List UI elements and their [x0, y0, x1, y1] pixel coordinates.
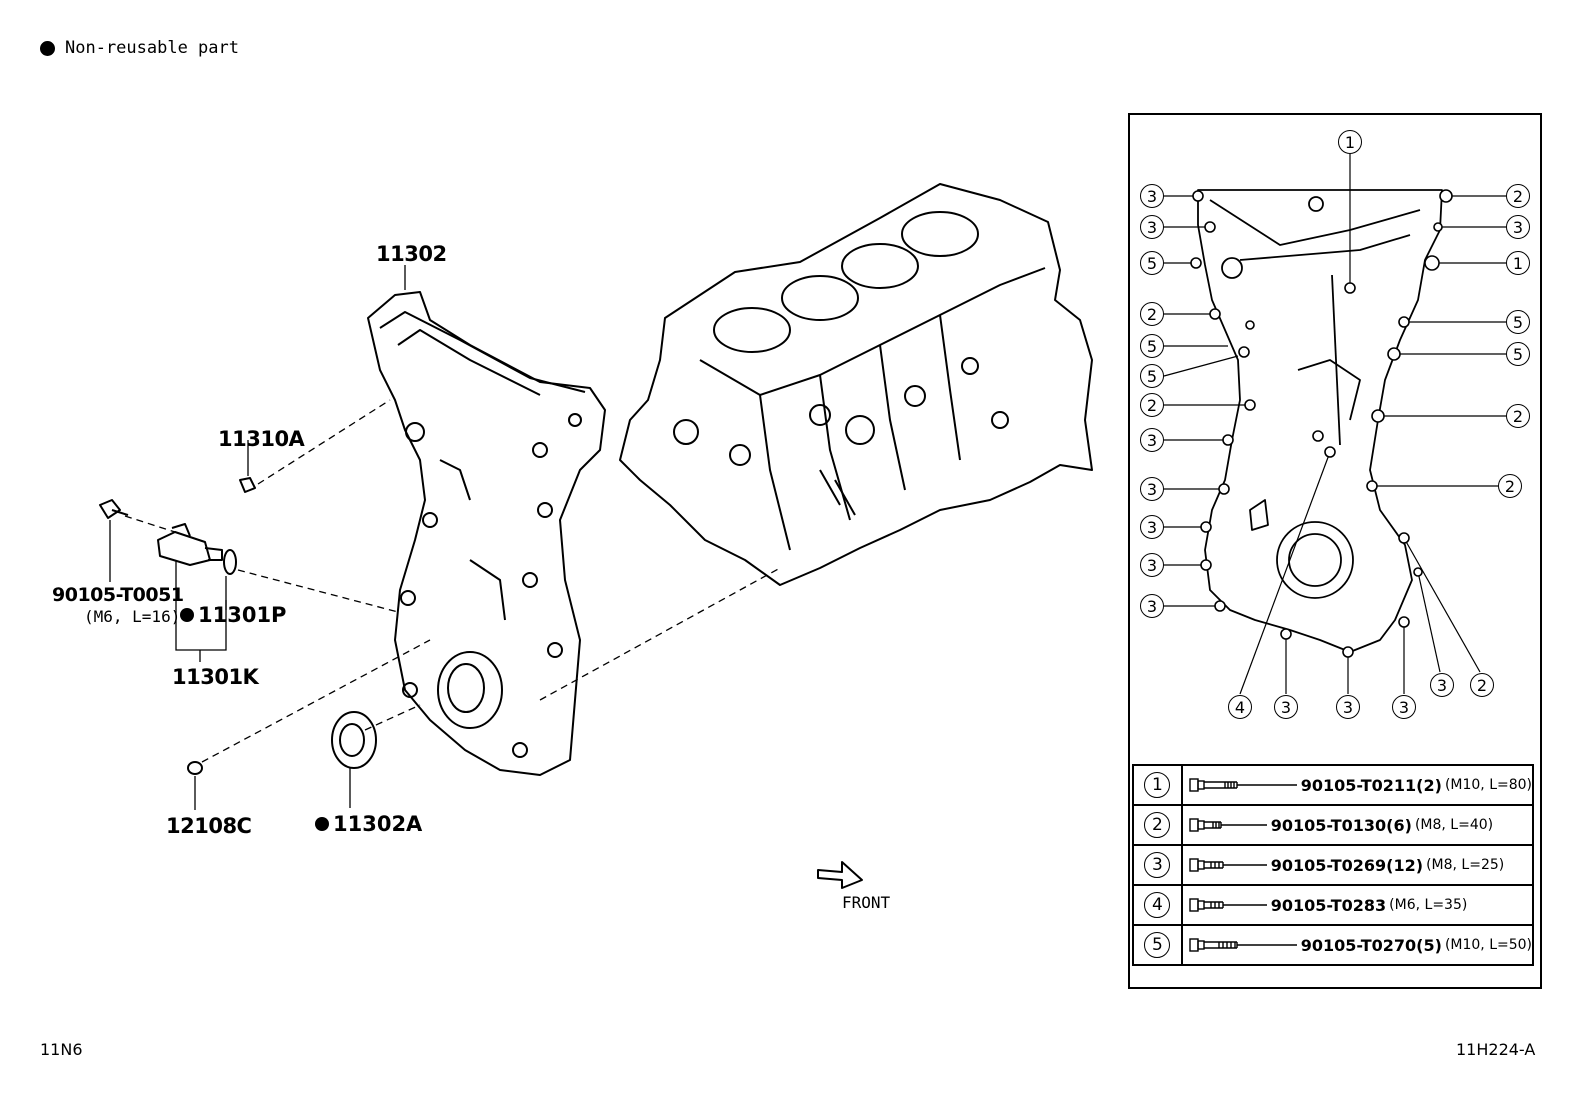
callout-3: 3	[1140, 515, 1164, 539]
bolt-row[interactable]: 3 90105-T0269 (12) (M8, L=25)	[1132, 844, 1535, 886]
part-label-sensor-kit[interactable]: 11301K	[172, 665, 259, 689]
long-bolt-icon	[1189, 777, 1299, 793]
callout-2: 2	[1470, 673, 1494, 697]
bolt-row-number: 1	[1144, 772, 1171, 798]
bolt-row[interactable]: 5 90105-T0270 (5) (M10, L=50)	[1132, 924, 1535, 966]
bolt-row-number: 4	[1144, 892, 1171, 918]
bolt-spec: (M6, L=35)	[1389, 897, 1468, 913]
bolt-part-number: 90105-T0130	[1270, 815, 1387, 835]
callout-5: 5	[1140, 334, 1164, 358]
callout-5: 5	[1140, 364, 1164, 388]
bolt-quantity: (12)	[1386, 855, 1424, 875]
callout-5: 5	[1506, 342, 1530, 366]
timing-cover-drawing	[367, 291, 606, 776]
callout-1: 1	[1506, 251, 1530, 275]
bolt-table: 1 90105-T0211 (2) (M10, L=80) 2 90105-T0…	[1132, 764, 1535, 966]
callout-3: 3	[1506, 215, 1530, 239]
callout-3: 3	[1392, 695, 1416, 719]
callout-3: 3	[1140, 184, 1164, 208]
callout-3: 3	[1336, 695, 1360, 719]
bolt-spec: (M10, L=50)	[1444, 937, 1532, 953]
non-reusable-marker-icon	[315, 817, 329, 831]
cylinder-block-drawing	[619, 183, 1093, 586]
callout-2: 2	[1506, 404, 1530, 428]
bolt-spec: (M10, L=80)	[1444, 777, 1532, 793]
callout-5: 5	[1506, 310, 1530, 334]
bolt-quantity: (5)	[1416, 935, 1442, 955]
bolt-part-number: 90105-T0283	[1270, 895, 1387, 915]
cam-sensor-drawing	[157, 523, 237, 575]
bolt-row-number: 2	[1144, 812, 1171, 838]
inset-cover-drawing	[1197, 189, 1443, 653]
bolt-row[interactable]: 4 90105-T0283 (M6, L=35)	[1132, 884, 1535, 926]
bolt-part-number: 90105-T0211	[1300, 775, 1417, 795]
callout-3: 3	[1140, 594, 1164, 618]
part-label-screw[interactable]: 90105-T0051	[52, 584, 184, 606]
callout-2: 2	[1506, 184, 1530, 208]
part-label-gasket[interactable]: 12108C	[166, 814, 252, 838]
screw-spec: (M6, L=16)	[84, 607, 181, 626]
callout-3: 3	[1430, 673, 1454, 697]
callout-2: 2	[1140, 302, 1164, 326]
bolt-part-number: 90105-T0269	[1270, 855, 1387, 875]
callout-2: 2	[1498, 474, 1522, 498]
callout-2: 2	[1140, 393, 1164, 417]
screw-drawing	[99, 499, 129, 519]
bolt-row-number: 3	[1144, 852, 1171, 878]
bolt-row[interactable]: 1 90105-T0211 (2) (M10, L=80)	[1132, 764, 1535, 806]
non-reusable-marker-icon	[40, 40, 55, 56]
part-label-timing-cover[interactable]: 11302	[376, 242, 447, 266]
part-label-oil-seal[interactable]: 11302A	[315, 812, 422, 836]
bolt-quantity: (2)	[1416, 775, 1442, 795]
medium-bolt-icon	[1189, 817, 1269, 833]
part-label-oring[interactable]: 11301P	[180, 603, 286, 627]
illustration-group-code: 11N6	[40, 1040, 83, 1059]
callout-3: 3	[1140, 477, 1164, 501]
oil-seal-number: 11302A	[333, 812, 423, 836]
bolt-spec: (M8, L=40)	[1414, 817, 1494, 833]
callout-5: 5	[1140, 251, 1164, 275]
short-bolt-icon	[1189, 897, 1269, 913]
callout-3: 3	[1140, 553, 1164, 577]
bolt-quantity: (6)	[1386, 815, 1412, 835]
callout-3: 3	[1140, 428, 1164, 452]
bolt-part-number: 90105-T0270	[1300, 935, 1417, 955]
illustration-id: 11H224-A	[1456, 1040, 1536, 1059]
bolt-row[interactable]: 2 90105-T0130 (6) (M8, L=40)	[1132, 804, 1535, 846]
long-bolt-icon	[1189, 937, 1299, 953]
callout-4: 4	[1228, 695, 1252, 719]
callout-1: 1	[1338, 130, 1362, 154]
oring-number: 11301P	[198, 603, 287, 627]
callout-3: 3	[1274, 695, 1298, 719]
callout-3: 3	[1140, 215, 1164, 239]
bolt-spec: (M8, L=25)	[1426, 857, 1505, 873]
bolt-row-number: 5	[1144, 932, 1171, 958]
legend-note: Non-reusable part	[40, 38, 239, 58]
legend-text: Non-reusable part	[65, 38, 239, 58]
non-reusable-marker-icon	[180, 608, 194, 622]
front-direction-label: FRONT	[842, 893, 891, 912]
short-bolt-icon	[1189, 857, 1269, 873]
part-label-11310A[interactable]: 11310A	[218, 427, 305, 451]
bolt-detail-inset	[1128, 113, 1542, 989]
